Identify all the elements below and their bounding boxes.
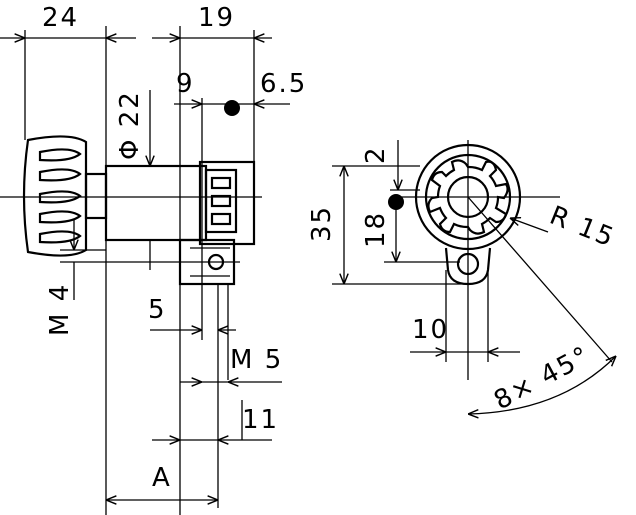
dim-5: 5 [148, 295, 167, 325]
dim-18: 18 [361, 211, 391, 248]
dim-19: 19 [198, 3, 235, 33]
dim-6-5: 6.5 [260, 69, 307, 99]
dim-10: 10 [412, 315, 449, 345]
dim-11: 11 [242, 405, 279, 435]
dim-24: 24 [42, 3, 79, 33]
dim-9: 9 [176, 69, 195, 99]
dim-m4: M 4 [45, 283, 75, 336]
dim-35: 35 [307, 205, 337, 242]
angle-line [467, 196, 613, 363]
dim-phi-22: Φ 22 [115, 90, 145, 160]
dim-r15: R 15 [545, 201, 619, 254]
dim-a: A [152, 463, 172, 493]
reference-dot [388, 194, 404, 210]
front-view: 35 18 2 R 15 10 8× 45° [307, 140, 619, 416]
side-view: 24 19 9 6.5 Φ 22 M 4 5 M 5 [0, 3, 307, 515]
dim-m5: M 5 [230, 345, 283, 375]
knurled-knob [22, 135, 108, 257]
dim-line-r15 [510, 218, 549, 233]
reference-dot [224, 100, 240, 116]
dim-2: 2 [361, 145, 391, 164]
dim-arc-8x45 [468, 356, 616, 414]
